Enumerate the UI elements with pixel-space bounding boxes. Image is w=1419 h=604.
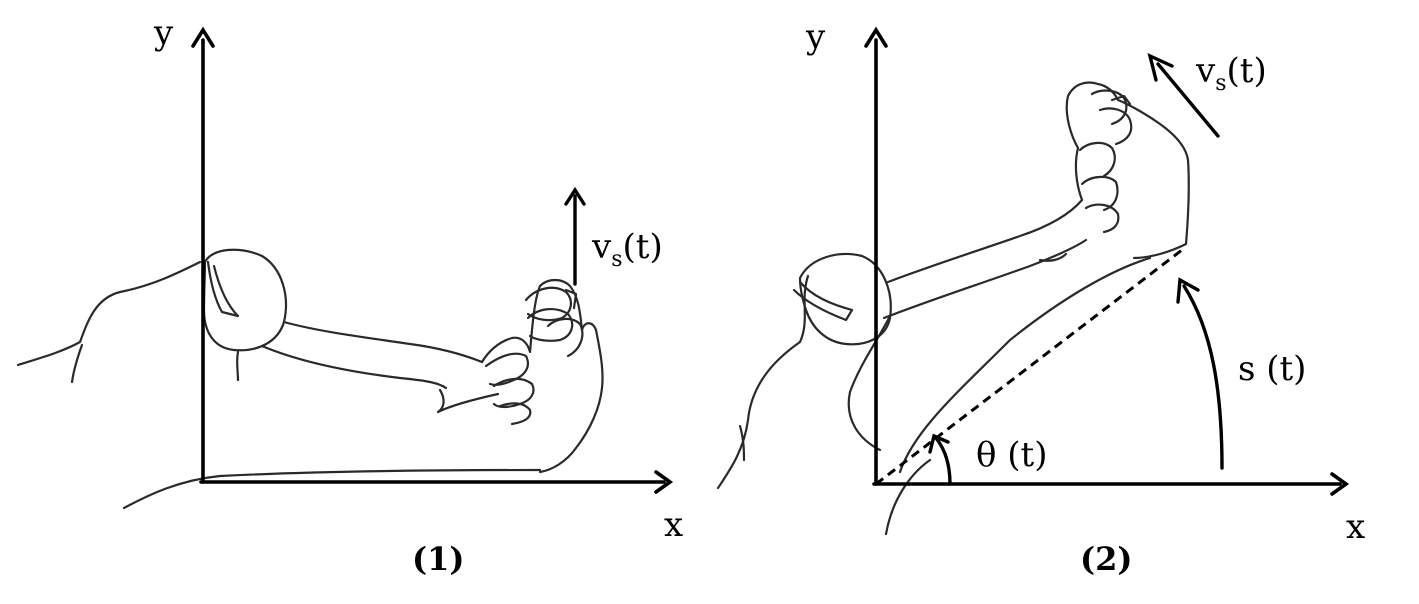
velocity-label-2-rest: (t) [1227, 51, 1267, 91]
velocity-arrow-2 [1147, 52, 1220, 138]
knuckle-2-2 [1098, 107, 1133, 146]
x-axis-1-label: x [664, 505, 683, 545]
knuckle-2 [526, 308, 574, 342]
fist-outline-2 [1065, 81, 1190, 260]
x-axis-1-arrowhead [654, 470, 674, 494]
finger-3-2 [1084, 203, 1120, 234]
arc-length-arrow [1182, 284, 1224, 470]
axes-panel-1 [191, 26, 674, 494]
velocity-label-2-main: v [1195, 51, 1216, 91]
y-axis-2-arrowhead [864, 26, 888, 48]
velocity-label-2-sub: s [1215, 71, 1226, 96]
panel-1-caption: (1) [412, 540, 465, 578]
knuckle-3 [546, 317, 584, 358]
finger-2-2 [1080, 175, 1119, 212]
velocity-label-1-main: v [591, 227, 612, 267]
finger-2 [492, 377, 535, 409]
velocity-arrow-1-head [564, 186, 586, 206]
finger-3 [498, 402, 532, 426]
finger-1-2 [1078, 141, 1116, 178]
upper-arm-top [282, 320, 484, 364]
y-axis-1-arrowhead [191, 26, 215, 48]
radius-dashed-line [875, 248, 1183, 486]
x-axis-2-arrowhead [1330, 472, 1350, 496]
velocity-arrow-1 [564, 186, 586, 286]
theta-arc [934, 436, 952, 486]
theta-arc-head [928, 433, 950, 454]
shoulder-cap-2 [792, 280, 854, 322]
panel-2-caption: (2) [1080, 540, 1133, 578]
angle-label: θ (t) [976, 435, 1047, 475]
upper-arm-inner [236, 350, 240, 382]
upper-arm-bottom [260, 344, 448, 390]
finger-1 [484, 352, 529, 386]
velocity-label-1: vs(t) [591, 227, 663, 272]
velocity-label-1-rest: (t) [623, 227, 663, 267]
velocity-label-1-sub: s [611, 247, 622, 272]
panel-1: y x vs(t) (1) [16, 13, 683, 578]
shoulder-cap [206, 260, 240, 318]
forearm-line-2 [1038, 252, 1068, 262]
lower-body-line [122, 468, 542, 510]
torso-outline [16, 260, 202, 367]
y-axis-2-label: y [805, 17, 826, 57]
velocity-arrow-2-shaft [1156, 62, 1220, 138]
arc-length-arrow-head [1176, 277, 1200, 304]
axes-panel-2 [864, 26, 1350, 496]
knuckle-3-2 [1110, 94, 1132, 106]
fist-outline [480, 278, 604, 474]
upper-arm-outer-2 [898, 256, 1152, 474]
velocity-arrow-2-head [1147, 52, 1174, 82]
knuckle-1 [524, 286, 572, 322]
arm-sketch-raised [716, 81, 1190, 536]
panel-2: y x vs(t) s (t) θ (t) (2) [716, 17, 1365, 578]
velocity-label-2: vs(t) [1195, 51, 1267, 96]
y-axis-1-label: y [153, 13, 174, 53]
forearm-line [436, 388, 500, 414]
upper-arm-top-2 [886, 198, 1084, 284]
x-axis-2-label: x [1346, 507, 1365, 547]
lower-body-line-2 [884, 458, 932, 536]
body-lower-2 [847, 314, 892, 452]
torso-outline-2 [716, 274, 810, 490]
upper-arm-bottom-2 [882, 238, 1088, 320]
arm-sketch-extended [16, 248, 604, 510]
torso-lower-line-2 [738, 424, 746, 462]
thumb [564, 288, 578, 310]
arc-length-label: s (t) [1238, 349, 1306, 389]
torso-lower-line [70, 343, 84, 384]
knuckle-1-2 [1090, 89, 1128, 126]
